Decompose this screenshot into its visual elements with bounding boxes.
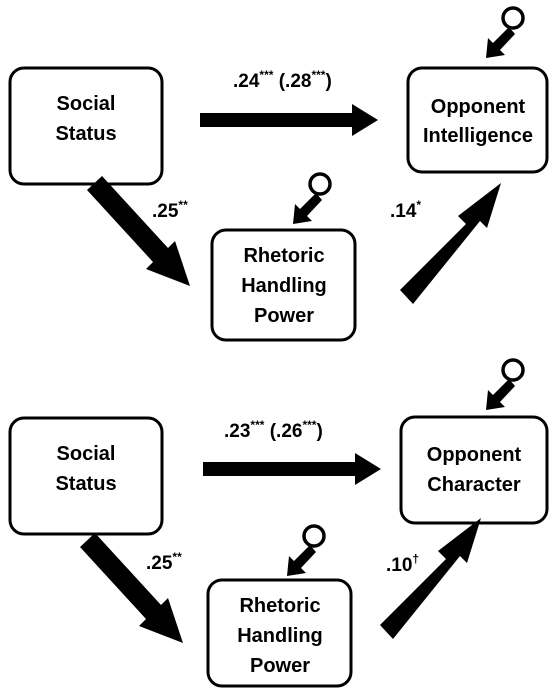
panel-character: Social Status Opponent Character Rhetori… [8, 358, 549, 688]
b-path-coefficient: .14* [390, 198, 421, 222]
rhetoric-handling-power-box: Rhetoric Handling Power [210, 228, 357, 342]
opponent-character-box: Opponent Character [399, 415, 549, 525]
direct-path-arrow-2 [203, 453, 381, 485]
rhetoric-label-line2: Handling [241, 275, 327, 297]
b-path-arrow-2 [380, 518, 481, 639]
social-status-label-line1: Social [57, 93, 116, 115]
residual-mediator-icon [293, 172, 332, 224]
social-status-label-line1: Social [57, 443, 116, 465]
a-path-coefficient: .25** [152, 198, 188, 222]
rhetoric-label-line2: Handling [237, 625, 323, 647]
residual-outcome-icon-2 [486, 358, 525, 410]
social-status-box: Social Status [8, 66, 164, 186]
b-path-coefficient-2: .10† [386, 552, 419, 576]
a-path-arrow-2 [80, 533, 183, 643]
residual-mediator-icon-2 [287, 524, 326, 576]
rhetoric-label-line3: Power [250, 655, 310, 677]
opponent-character-label-line1: Opponent [427, 444, 522, 466]
direct-path-coefficient: .24*** (.28***) [233, 68, 332, 92]
social-status-label-line2: Status [55, 123, 116, 145]
a-path-coefficient-2: .25** [146, 550, 182, 574]
opponent-intelligence-label-line1: Opponent [431, 96, 526, 118]
social-status-label-line2: Status [55, 473, 116, 495]
a-path-arrow [87, 176, 190, 286]
residual-outcome-icon [486, 6, 525, 58]
rhetoric-label-line3: Power [254, 305, 314, 327]
direct-path-arrow [200, 104, 378, 136]
opponent-intelligence-box: Opponent Intelligence [406, 66, 549, 174]
direct-path-coefficient-2: .23*** (.26***) [224, 418, 323, 442]
b-path-arrow [400, 183, 501, 304]
rhetoric-label-line1: Rhetoric [239, 595, 320, 617]
panel-intelligence: Social Status Opponent Intelligence Rhet… [8, 6, 549, 342]
rhetoric-label-line1: Rhetoric [243, 245, 324, 267]
rhetoric-handling-power-box-2: Rhetoric Handling Power [206, 578, 353, 688]
opponent-character-label-line2: Character [427, 474, 521, 496]
social-status-box-2: Social Status [8, 416, 164, 536]
opponent-intelligence-label-line2: Intelligence [423, 125, 533, 147]
